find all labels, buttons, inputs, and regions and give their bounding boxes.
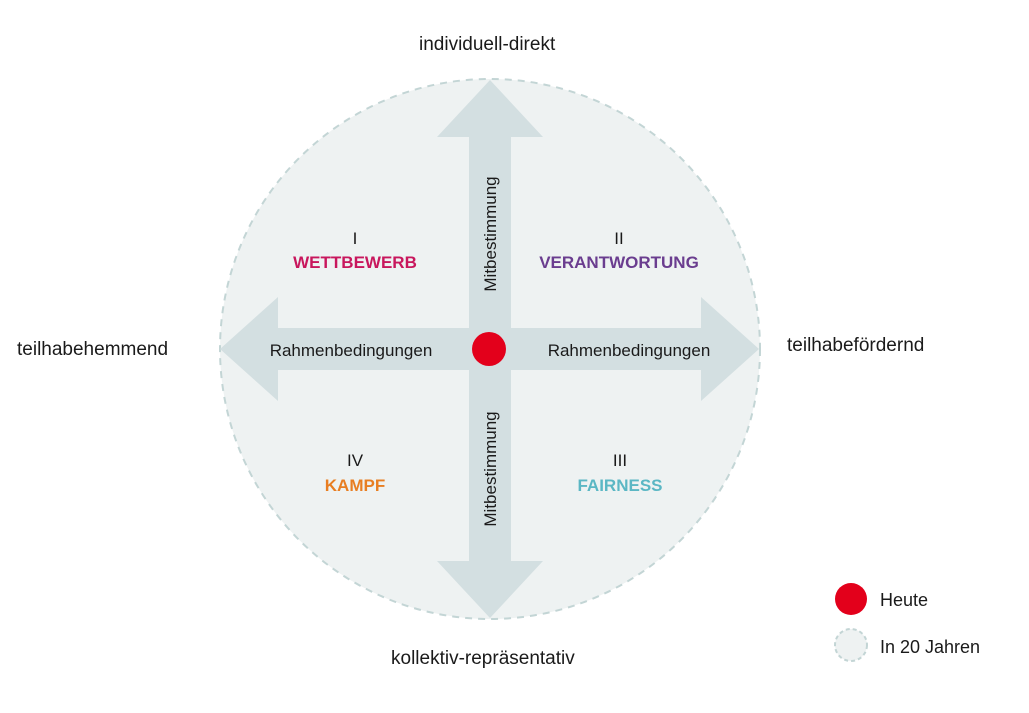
arrow-right <box>490 297 759 401</box>
quadrant-3-name: FAIRNESS <box>577 476 662 495</box>
arrow-down-label: Mitbestimmung <box>481 411 500 526</box>
quadrant-3-numeral: III <box>613 451 627 470</box>
arrow-left <box>220 297 490 401</box>
quadrant-2-name: VERANTWORTUNG <box>539 253 699 272</box>
legend-today-marker <box>835 583 867 615</box>
arrow-up-label: Mitbestimmung <box>481 176 500 291</box>
quadrant-4-name: KAMPF <box>325 476 385 495</box>
pole-bottom-label: kollektiv-repräsentativ <box>391 648 575 669</box>
quadrant-4-numeral: IV <box>347 451 364 470</box>
legend-today-label: Heute <box>880 590 929 610</box>
arrow-up <box>437 80 543 331</box>
quadrant-1-numeral: I <box>353 229 358 248</box>
arrow-left-label: Rahmenbedingungen <box>270 341 433 360</box>
pole-right-label: teilhabefördernd <box>787 335 925 356</box>
pole-left-label: teilhabehemmend <box>17 339 169 360</box>
arrow-down <box>437 367 543 618</box>
legend-future-marker <box>834 628 868 662</box>
quadrant-1-name: WETTBEWERB <box>293 253 417 272</box>
pole-top-label: individuell-direkt <box>419 34 556 55</box>
arrow-right-label: Rahmenbedingungen <box>548 341 711 360</box>
quadrant-2-numeral: II <box>614 229 623 248</box>
today-marker <box>472 332 506 366</box>
legend-future-label: In 20 Jahren <box>880 637 981 657</box>
